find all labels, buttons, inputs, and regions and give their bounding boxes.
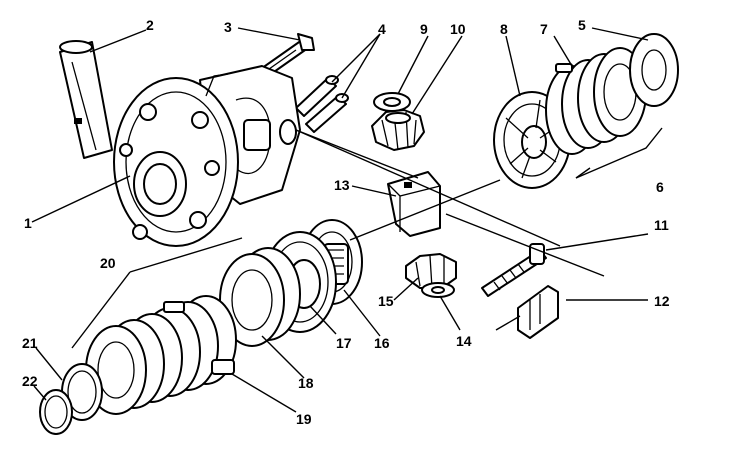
callout-13: 13 <box>334 177 350 193</box>
callout-3: 3 <box>224 19 232 35</box>
callout-14: 14 <box>456 333 472 349</box>
callout-5: 5 <box>578 17 586 33</box>
bolts <box>295 75 349 133</box>
callout-22: 22 <box>22 373 38 389</box>
pinion-shaft <box>59 40 113 159</box>
callout-12: 12 <box>654 293 670 309</box>
pinion-gear-lower <box>405 253 457 289</box>
callout-8: 8 <box>500 21 508 37</box>
callout-6: 6 <box>656 179 664 195</box>
bolt-with-spring <box>481 243 547 297</box>
callout-2: 2 <box>146 17 154 33</box>
thrust-washer-small <box>373 92 411 112</box>
callout-21: 21 <box>22 335 38 351</box>
callout-17: 17 <box>336 335 352 351</box>
differential-case <box>113 65 301 247</box>
clutch-pack-left <box>85 295 237 415</box>
callout-9: 9 <box>420 21 428 37</box>
callout-11: 11 <box>654 217 669 233</box>
bracket <box>495 285 559 339</box>
callout-20: 20 <box>100 255 116 271</box>
callout-7: 7 <box>540 21 548 37</box>
callout-16: 16 <box>374 335 390 351</box>
callout-15: 15 <box>378 293 394 309</box>
clutch-plates-lower <box>219 247 301 347</box>
callouts: 1 2 3 4 5 6 7 8 9 10 11 12 13 14 15 16 1… <box>22 17 670 427</box>
callout-1: 1 <box>24 215 32 231</box>
thrust-washer-lower <box>421 282 455 298</box>
callout-4: 4 <box>378 21 386 37</box>
pinion-gear-upper <box>371 109 425 151</box>
callout-19: 19 <box>296 411 312 427</box>
callout-18: 18 <box>298 375 314 391</box>
clutch-pack-right <box>545 33 679 155</box>
callout-10: 10 <box>450 21 466 37</box>
retaining-ring <box>39 389 73 435</box>
leader-lines <box>31 27 663 413</box>
